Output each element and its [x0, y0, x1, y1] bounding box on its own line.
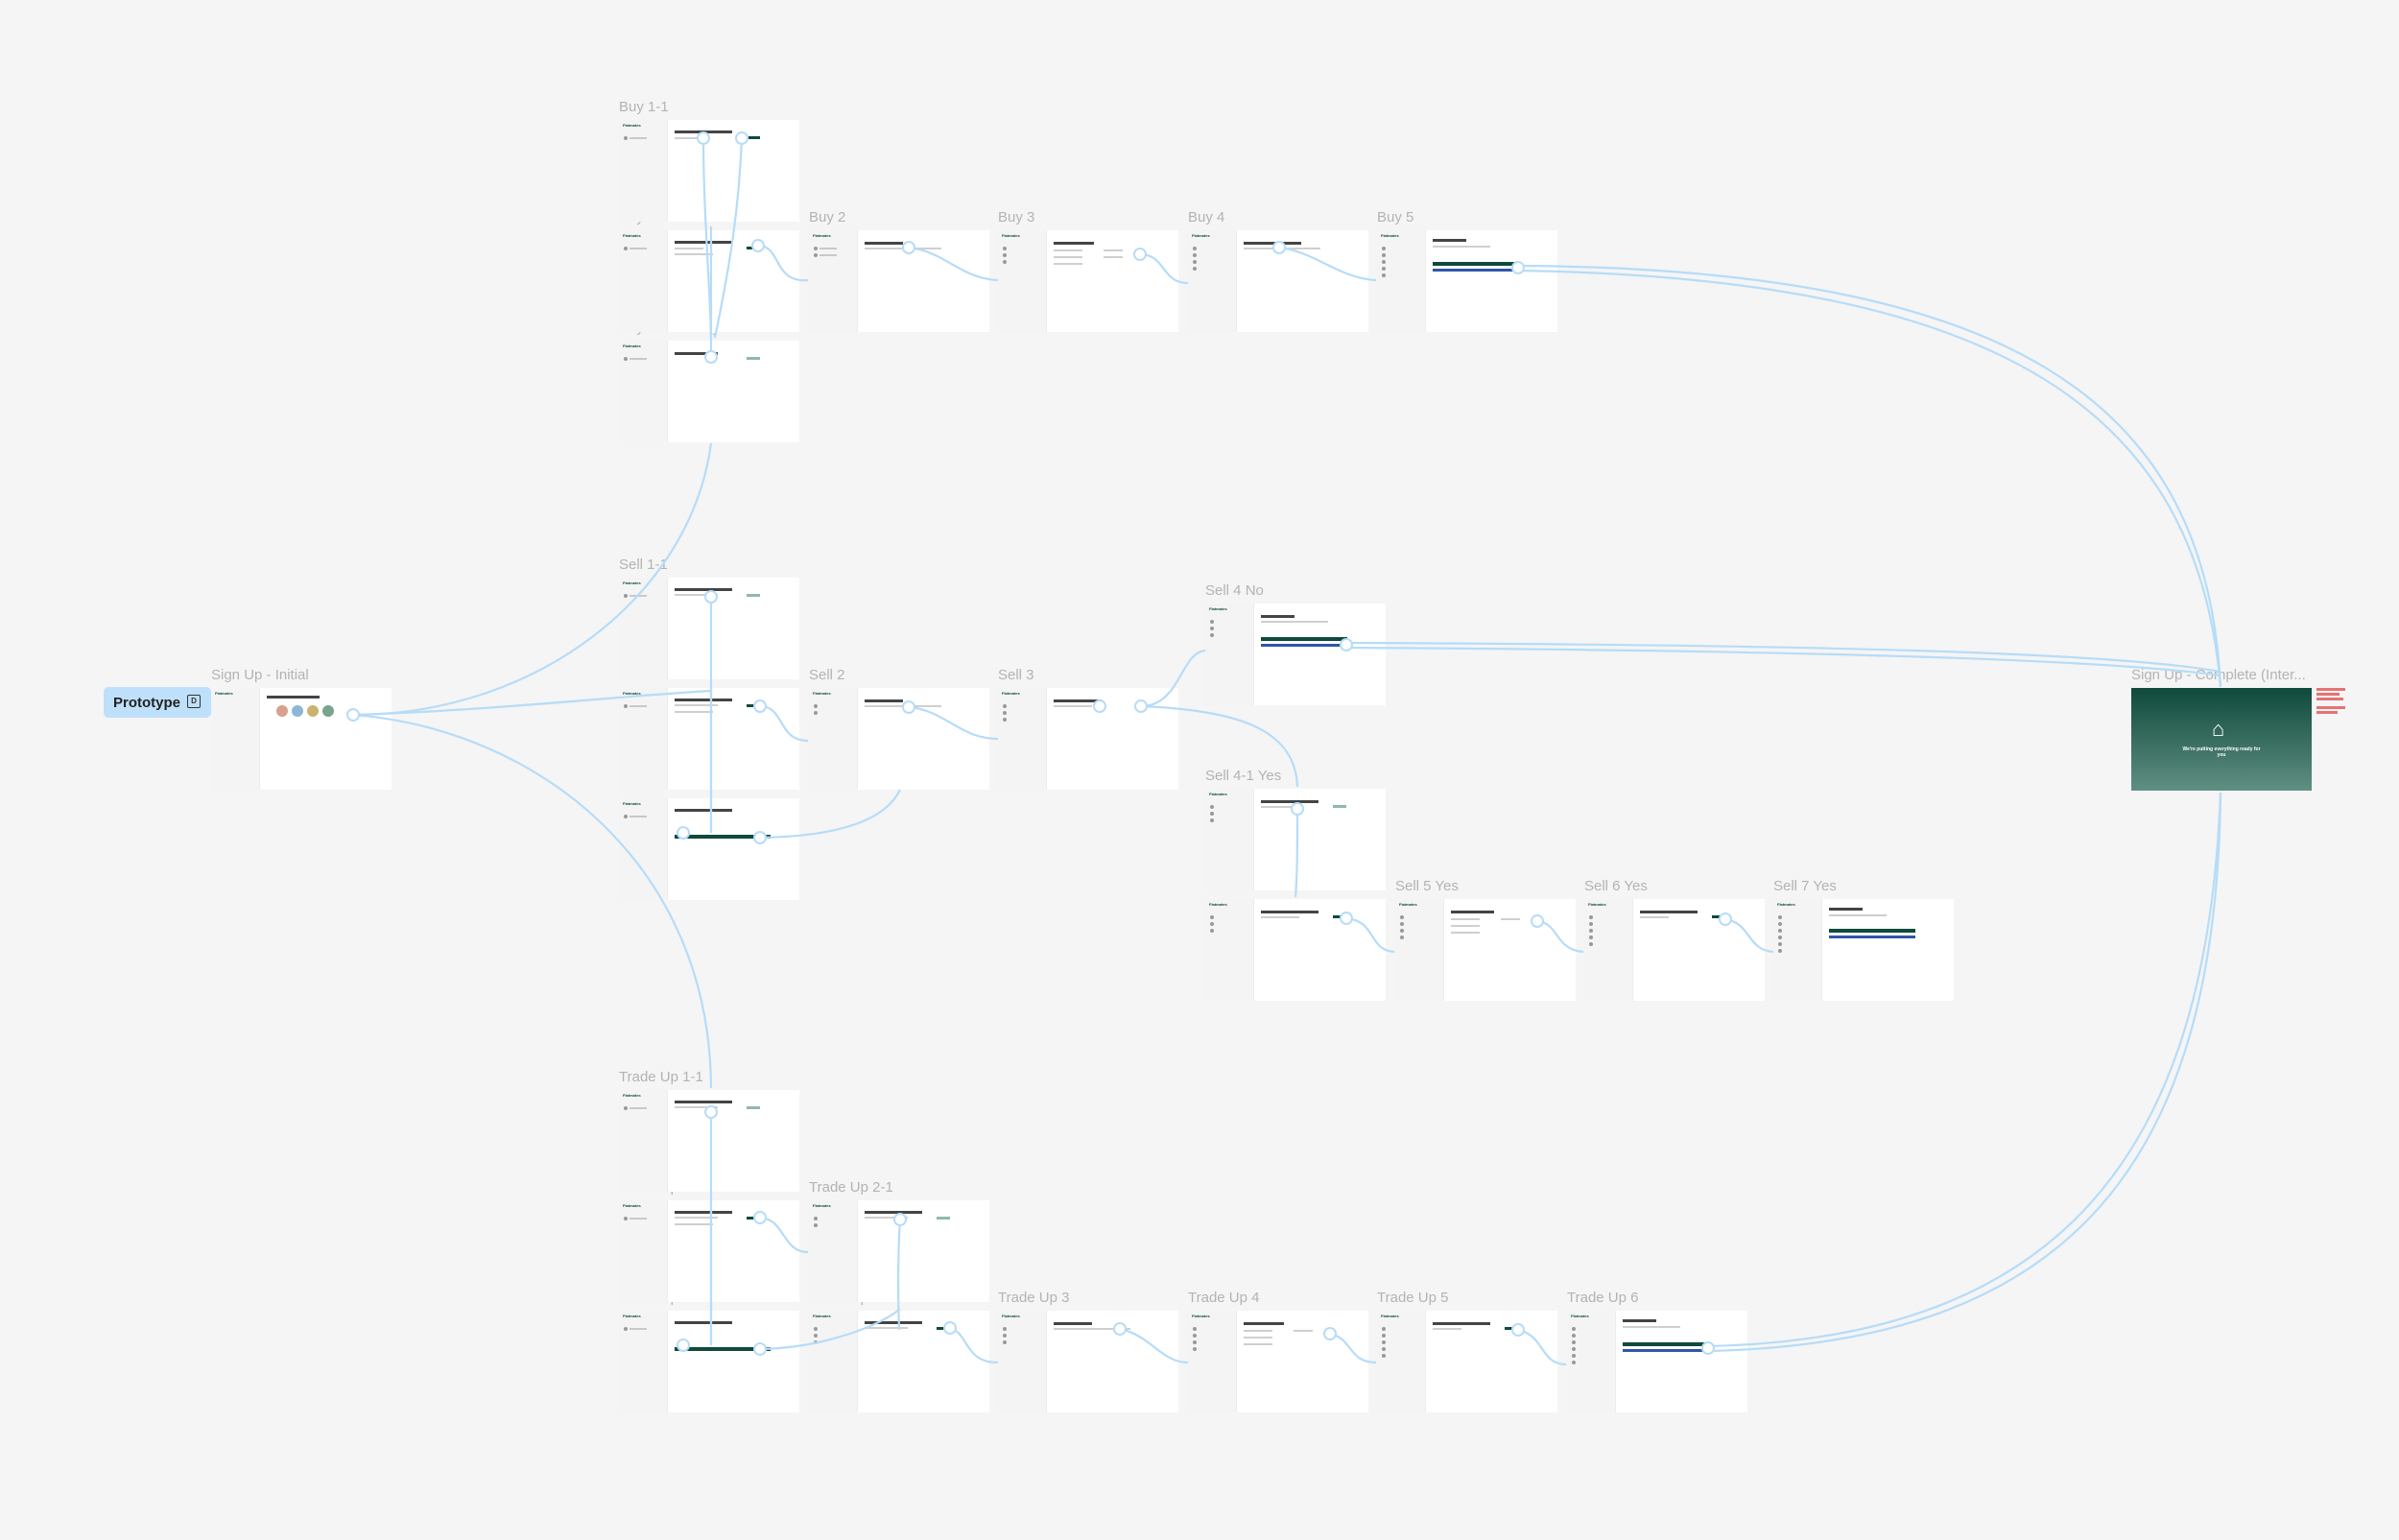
- frame-label-trade-up-2-1: Trade Up 2-1: [809, 1179, 893, 1196]
- frame-label-sell-3: Sell 3: [998, 667, 1034, 683]
- frame-signup-complete[interactable]: ⌂ We're putting everything ready for you: [2131, 688, 2312, 791]
- frame-buy-1-2[interactable]: Flatmates: [619, 230, 799, 332]
- frame-trade-up-3[interactable]: Flatmates: [998, 1311, 1178, 1412]
- frame-label-trade-up-1-1: Trade Up 1-1: [619, 1069, 703, 1085]
- red-annotation-note: [2316, 688, 2349, 716]
- frame-label-trade-up-4: Trade Up 4: [1188, 1290, 1260, 1306]
- frame-label-sell-7-yes: Sell 7 Yes: [1773, 878, 1837, 894]
- frame-label-sell-4-1-yes: Sell 4-1 Yes: [1205, 768, 1282, 784]
- frame-buy-3[interactable]: Flatmates: [998, 230, 1178, 332]
- frame-sell-3[interactable]: Flatmates: [998, 688, 1178, 790]
- frame-sell-7-yes[interactable]: Flatmates: [1773, 899, 1954, 1001]
- frame-label-sell-1-1: Sell 1-1: [619, 557, 668, 573]
- frame-trade-up-1-1[interactable]: Flatmates: [619, 1090, 799, 1192]
- frame-buy-1-1-no-city[interactable]: Flatmates: [619, 341, 799, 442]
- prototype-start-button[interactable]: Prototype D: [104, 687, 211, 718]
- prototype-label: Prototype: [113, 695, 181, 711]
- frame-label-buy-3: Buy 3: [998, 209, 1035, 225]
- frame-label-sell-5-yes: Sell 5 Yes: [1395, 878, 1459, 894]
- frame-buy-5[interactable]: Flatmates: [1377, 230, 1557, 332]
- frame-trade-up-4[interactable]: Flatmates: [1188, 1311, 1368, 1412]
- play-frame-icon[interactable]: D: [187, 695, 201, 708]
- frame-label-sell-4-no: Sell 4 No: [1205, 582, 1264, 599]
- frame-label-sell-2: Sell 2: [809, 667, 845, 683]
- frame-sell-1-1[interactable]: Flatmates: [619, 578, 799, 679]
- frame-trade-up-2-1[interactable]: Flatmates: [809, 1200, 989, 1302]
- frame-trade-up-5[interactable]: Flatmates: [1377, 1311, 1557, 1412]
- frame-buy-1-1[interactable]: Flatmates: [619, 120, 799, 222]
- frame-label-signup-initial: Sign Up - Initial: [211, 667, 309, 683]
- frame-sell-4-no[interactable]: Flatmates: [1205, 604, 1386, 705]
- frame-sell-4-1-yes[interactable]: Flatmates: [1205, 789, 1386, 890]
- frame-label-buy-5: Buy 5: [1377, 209, 1414, 225]
- frame-trade-up-1-2-manual[interactable]: Flatmates: [619, 1311, 799, 1412]
- frame-sell-2[interactable]: Flatmates: [809, 688, 989, 790]
- house-icon: ⌂: [2212, 717, 2225, 741]
- frame-buy-2[interactable]: Flatmates: [809, 230, 989, 332]
- frame-trade-up-2-2[interactable]: Flatmates: [809, 1311, 989, 1412]
- frame-sell-5-yes[interactable]: Flatmates: [1395, 899, 1576, 1001]
- frame-sell-4-2-yes[interactable]: Flatmates: [1205, 899, 1386, 1001]
- frame-label-trade-up-3: Trade Up 3: [998, 1290, 1070, 1306]
- frame-label-buy-4: Buy 4: [1188, 209, 1225, 225]
- frame-label-signup-complete: Sign Up - Complete (Inter...: [2131, 667, 2306, 683]
- frame-sell-1-2[interactable]: Flatmates: [619, 688, 799, 790]
- frame-label-buy-2: Buy 2: [809, 209, 846, 225]
- frame-trade-up-1-2[interactable]: Flatmates: [619, 1200, 799, 1302]
- frame-sell-6-yes[interactable]: Flatmates: [1584, 899, 1765, 1001]
- frame-label-trade-up-5: Trade Up 5: [1377, 1290, 1449, 1306]
- frame-sell-1-2-manual[interactable]: Flatmates: [619, 798, 799, 900]
- frame-signup-initial[interactable]: Flatmates: [211, 688, 392, 790]
- frame-buy-4[interactable]: Flatmates: [1188, 230, 1368, 332]
- frame-label-trade-up-6: Trade Up 6: [1567, 1290, 1639, 1306]
- complete-message: We're putting everything ready for you: [2182, 746, 2261, 758]
- frame-trade-up-6[interactable]: Flatmates: [1567, 1311, 1747, 1412]
- frame-label-sell-6-yes: Sell 6 Yes: [1584, 878, 1648, 894]
- frame-label-buy-1-1: Buy 1-1: [619, 99, 669, 115]
